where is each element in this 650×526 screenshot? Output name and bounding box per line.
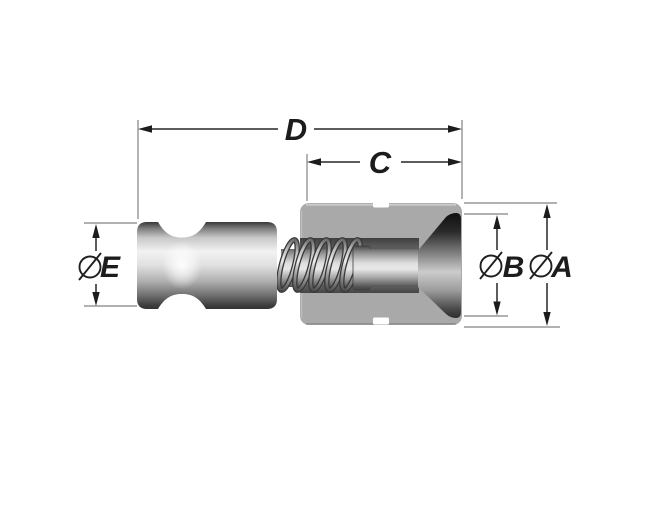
- knob-handle: [137, 222, 277, 309]
- top-notch: [373, 200, 389, 208]
- arrowhead-down: [543, 312, 551, 326]
- dimension-label-C: C: [369, 145, 392, 180]
- dimension-C: C: [306, 145, 462, 201]
- dimension-E: E: [78, 222, 137, 307]
- shaft-collar: [352, 245, 371, 291]
- dimension-D: D: [137, 112, 463, 219]
- diameter-symbol: [78, 252, 102, 281]
- arrowhead-right: [448, 125, 462, 133]
- arrowhead-up: [493, 215, 501, 229]
- pin-shaft: [352, 245, 419, 291]
- arrowhead-down: [92, 292, 100, 306]
- diameter-symbol: [529, 251, 553, 280]
- arrowhead-up: [543, 204, 551, 218]
- dimension-B: B: [464, 213, 525, 317]
- dimension-label-E: E: [100, 251, 121, 284]
- bottom-notch: [373, 317, 389, 325]
- housing-notches: [373, 200, 389, 325]
- knob-left-cap: [137, 222, 158, 309]
- arrowhead-down: [493, 301, 501, 316]
- dimension-label-B: B: [503, 251, 525, 284]
- shaft-body: [368, 249, 419, 287]
- arrowhead-left: [307, 158, 321, 166]
- dimension-label-D: D: [285, 112, 307, 147]
- arrowhead-left: [138, 125, 152, 133]
- knob-cylinder: [206, 222, 277, 309]
- diameter-symbol: [479, 251, 503, 280]
- arrowhead-up: [92, 224, 100, 238]
- arrowhead-right: [448, 158, 462, 166]
- coil-spring: [276, 237, 366, 293]
- cone-flange: [418, 213, 461, 318]
- knob-highlight-spot: [162, 241, 202, 289]
- dimension-A: A: [464, 202, 573, 328]
- dimension-label-A: A: [550, 251, 573, 284]
